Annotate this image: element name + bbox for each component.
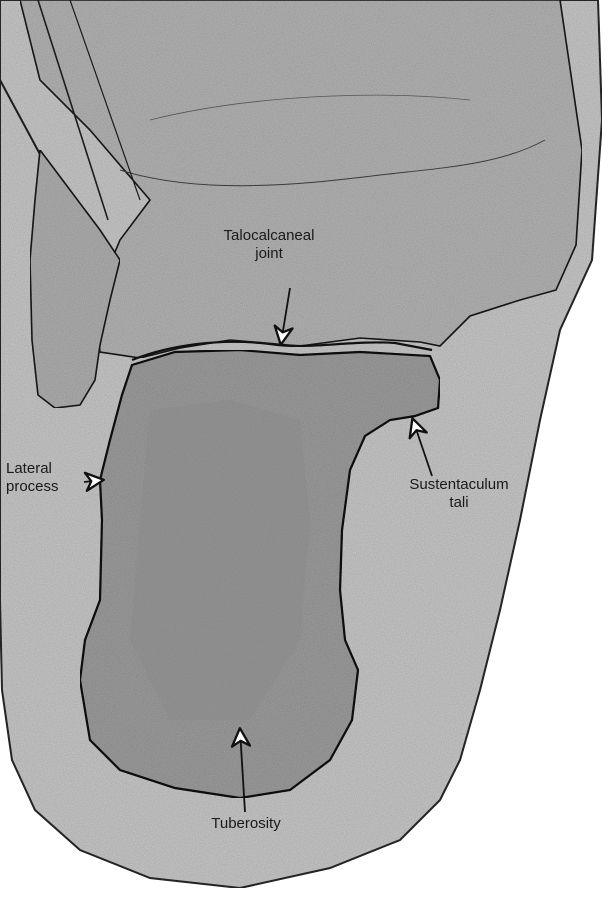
label-tuberosity-text: Tuberosity [186,815,306,833]
label-lateral-line2: process [6,478,86,496]
label-lateral-line1: Lateral [6,460,86,478]
label-sustentaculum-tali: Sustentaculum tali [388,476,530,512]
label-sustentaculum-line2: tali [388,494,530,512]
label-sustentaculum-line1: Sustentaculum [388,476,530,494]
label-talocalcaneal-line2: joint [214,245,324,263]
label-talocalcaneal-line1: Talocalcaneal [214,227,324,245]
label-tuberosity: Tuberosity [186,815,306,833]
label-talocalcaneal-joint: Talocalcaneal joint [214,227,324,263]
label-lateral-process: Lateral process [6,460,86,496]
